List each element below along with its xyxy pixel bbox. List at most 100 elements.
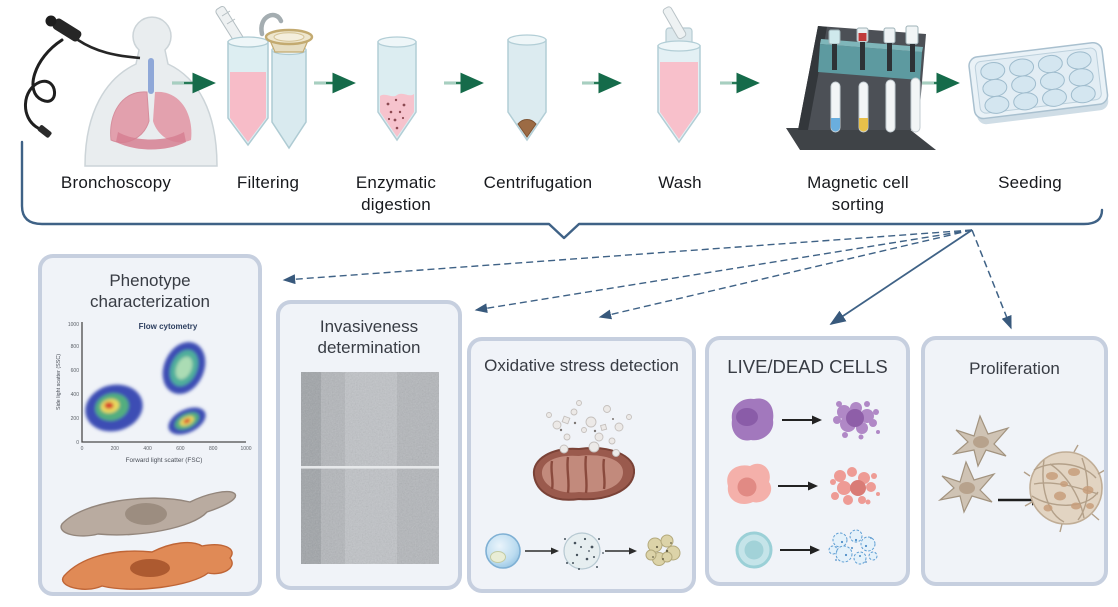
cell-strainer-icon — [264, 28, 314, 53]
mitochondrion-body — [532, 441, 636, 501]
row-arrow-3 — [780, 545, 820, 555]
x-tick: 800 — [209, 446, 218, 452]
centrifugation-illustration — [507, 34, 547, 142]
y-axis-label: Side light scatter (SSC) — [56, 354, 62, 410]
ros-dark-dots — [559, 418, 614, 433]
y-tick: 0 — [76, 440, 79, 446]
step-label-enzymatic-digestion: Enzymatic digestion — [355, 173, 437, 215]
assay-card-invasiveness: Invasiveness determination — [276, 300, 462, 590]
healthy-cell — [485, 533, 521, 569]
left-lung — [110, 91, 150, 143]
lower-lobes — [116, 132, 186, 150]
mesenchymal-cell-grey — [60, 490, 237, 537]
card-title-phenotype: Phenotype characterization — [89, 271, 210, 312]
card-title-oxidative: Oxidative stress detection — [484, 356, 679, 375]
plot-axes — [81, 322, 246, 443]
assay-card-oxidative-stress: Oxidative stress detection — [467, 337, 696, 593]
x-tick: 200 — [111, 446, 120, 452]
stress-speckles — [564, 537, 604, 570]
wash-illustration — [657, 6, 701, 144]
x-tick-labels: 0 200 400 600 800 1000 — [81, 446, 252, 452]
filtering-tube-right — [271, 49, 307, 150]
enzymatic-digestion-illustration — [377, 36, 417, 142]
well-plate-illustration — [968, 41, 1109, 125]
live-dead-rows — [727, 398, 880, 569]
y-tick: 600 — [71, 368, 80, 374]
fan-arrow-oxidative — [598, 229, 973, 320]
assay-card-live-dead: LIVE/DEAD CELLS — [705, 336, 910, 586]
card-title-live-dead: LIVE/DEAD CELLS — [727, 356, 888, 377]
fan-arrows — [282, 229, 1012, 330]
bronchoscopy-illustration — [24, 15, 218, 167]
step-label-filtering: Filtering — [236, 173, 300, 192]
x-tick: 600 — [176, 446, 185, 452]
degraded-cell — [645, 534, 681, 566]
assay-card-phenotype: Phenotype characterization Flow cytometr… — [38, 254, 262, 596]
y-tick: 1000 — [68, 322, 79, 328]
sparse-cells — [937, 414, 1010, 514]
confluent-cell-sphere — [1023, 444, 1104, 533]
x-tick: 0 — [81, 446, 84, 452]
dead-cell-pink — [830, 467, 880, 505]
card-title-proliferation: Proliferation — [969, 359, 1060, 378]
plot-title: Flow cytometry — [139, 322, 198, 331]
rack-base — [786, 128, 936, 150]
bronchoscope — [24, 15, 141, 138]
y-tick: 800 — [71, 344, 80, 350]
stressed-cell — [563, 532, 604, 570]
population-1-blob — [85, 384, 143, 432]
fan-arrow-proliferation — [971, 229, 1012, 330]
pipette-icon — [662, 6, 687, 40]
fan-arrow-livedead — [829, 229, 973, 325]
magnet-strip — [818, 44, 922, 80]
fan-arrow-phenotype — [282, 229, 973, 285]
sequence-arrow-2 — [605, 547, 637, 555]
row-arrow-2 — [778, 481, 818, 491]
magnetic-rack-illustration — [786, 25, 936, 150]
step-label-bronchoscopy: Bronchoscopy — [60, 173, 172, 192]
step-label-magnetic-cell-sorting: Magnetic cell sorting — [807, 173, 909, 215]
x-tick: 1000 — [240, 446, 251, 452]
live-cell-pink — [727, 463, 772, 505]
scratch-assay-micrograph — [301, 372, 439, 564]
wells — [980, 51, 1096, 114]
assay-card-proliferation: Proliferation — [921, 336, 1108, 586]
cell-degradation-sequence — [485, 532, 681, 570]
y-tick: 400 — [71, 392, 80, 398]
cell-pellet — [517, 119, 537, 138]
cristae — [550, 455, 606, 494]
dead-cell-teal — [828, 529, 878, 565]
live-cell-purple — [731, 398, 774, 441]
tissue-speckles — [386, 98, 406, 130]
dead-cell-purple — [833, 401, 880, 440]
y-tick: 200 — [71, 416, 80, 422]
ros-particles — [546, 400, 632, 445]
live-cell-teal — [735, 531, 773, 569]
proliferation-sequence — [937, 414, 1104, 533]
step-label-wash: Wash — [658, 173, 702, 192]
filtering-illustration — [215, 5, 314, 150]
row-arrow-1 — [782, 415, 822, 425]
step-label-seeding: Seeding — [998, 173, 1062, 192]
y-tick-labels: 0 200 400 600 800 1000 — [68, 322, 79, 446]
x-axis-label: Forward light scatter (FSC) — [126, 457, 203, 464]
fan-arrow-invasiveness — [474, 229, 973, 314]
sorting-tubes-top — [828, 25, 919, 72]
workflow-brace — [20, 140, 1104, 240]
panel-divider — [301, 466, 439, 469]
x-tick: 400 — [143, 446, 152, 452]
strainer-hook — [259, 12, 284, 37]
right-lung — [153, 91, 192, 143]
wash-liquid — [660, 62, 698, 139]
trachea — [148, 58, 154, 94]
sorting-tubes-bottom — [830, 77, 921, 133]
population-3-blob — [168, 407, 206, 435]
phenotype-cells — [60, 490, 237, 590]
mesenchymal-cell-orange — [61, 541, 233, 590]
damaged-mitochondrion — [532, 400, 636, 501]
card-title-invasiveness: Invasiveness determination — [317, 317, 421, 358]
sequence-arrow-1 — [525, 547, 559, 555]
pink-sample — [230, 72, 266, 142]
